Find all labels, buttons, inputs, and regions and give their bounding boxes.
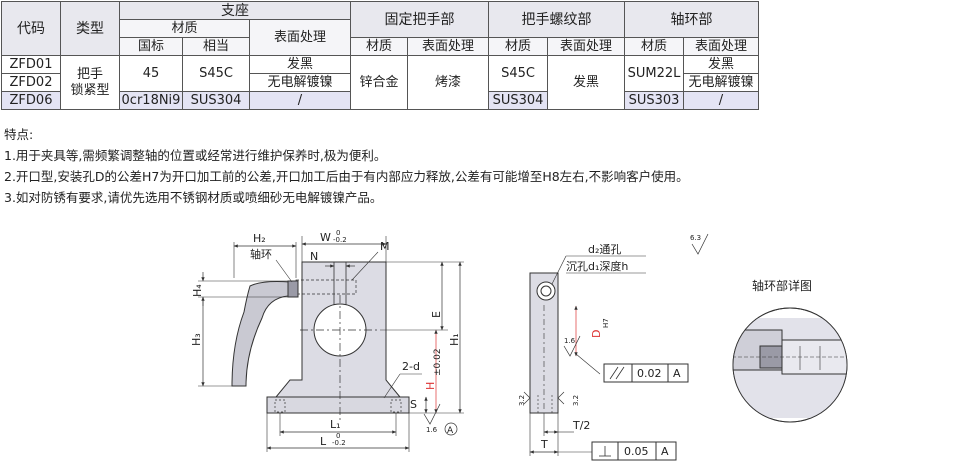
roughness-value: 1.6 <box>564 337 576 345</box>
datum-label: A <box>447 426 454 436</box>
code-cell: ZFD06 <box>1 91 61 110</box>
parallel-icon <box>609 366 619 380</box>
parallel-ref: A <box>673 367 681 380</box>
dim-t-half: T/2 <box>572 419 590 432</box>
dim-e: E <box>430 311 443 318</box>
collar-detail-view: 轴环部详图 <box>732 278 848 423</box>
dim-t: T <box>540 438 548 451</box>
side-view: d₂通孔 沉孔d₁深度h D H7 1.6 0.02 A 3.2 3.2 <box>518 243 689 461</box>
dim-d-tol: H7 <box>602 318 610 328</box>
collar-surface-cell: / <box>683 91 759 110</box>
roughness-value: 3.2 <box>572 395 580 406</box>
collar-material-header: 材质 <box>624 37 684 56</box>
label-m: M <box>380 240 390 253</box>
code-cell: ZFD01 <box>1 55 61 74</box>
notes-title: 特点: <box>4 127 34 142</box>
roughness-icon <box>691 233 709 255</box>
label-collar: 轴环 <box>250 247 272 261</box>
dim-n: N <box>310 250 318 263</box>
label-d2-thru: d₂通孔 <box>588 243 621 256</box>
collar-part <box>287 280 299 298</box>
note-item: 3.如对防锈有要求,请优先选用不锈钢材质或喷细砂无电解镀镍产品。 <box>4 190 383 205</box>
dim-h4: H₄ <box>191 284 204 297</box>
dim-w: W <box>320 231 331 244</box>
dim-h1: H₁ <box>448 333 461 346</box>
handle-thread-header: 把手螺纹部 <box>488 1 625 38</box>
dim-h: H <box>424 382 437 390</box>
collar-detail-title: 轴环部详图 <box>752 278 812 293</box>
fixed-handle-material-header: 材质 <box>350 37 408 56</box>
spec-table: 代码 类型 支座 固定把手部 把手螺纹部 轴环部 材质 表面处理 国标 相当 材… <box>1 1 759 110</box>
features-notes: 特点: 1.用于夹具等,需频繁调整轴的位置或经常进行维护保养时,极为便利。 2.… <box>4 124 689 208</box>
support-surface-header: 表面处理 <box>249 19 351 56</box>
dim-l: L <box>320 435 327 448</box>
dim-h-tol: ±0.02 <box>433 348 443 376</box>
roughness-icon <box>557 391 565 405</box>
dim-h2: H₂ <box>253 232 266 245</box>
support-header: 支座 <box>119 1 351 20</box>
parallel-value: 0.02 <box>637 367 662 380</box>
support-gb-cell: 0cr18Ni9 <box>119 91 183 110</box>
dim-h3: H₃ <box>190 333 203 346</box>
perpendicularity-frame <box>591 441 677 461</box>
fixed-handle-surface-cell: 烤漆 <box>407 55 489 110</box>
general-roughness: 6.3 <box>690 234 701 242</box>
dim-l1: L₁ <box>330 418 341 431</box>
support-equiv-header: 相当 <box>182 37 250 56</box>
roughness-value: 3.2 <box>518 395 526 406</box>
fixed-handle-material-cell: 锌合金 <box>350 55 408 110</box>
roughness-value: 1.6 <box>426 426 438 434</box>
dim-s: S <box>410 398 417 411</box>
dim-l-tol: -0.2 <box>332 439 346 447</box>
perpendicular-ref: A <box>661 445 669 458</box>
collar-material-cell: SUS303 <box>624 91 684 110</box>
support-equiv-cell: S45C <box>182 55 250 92</box>
type-line-1: 把手 <box>76 66 103 82</box>
roughness-icon <box>423 403 441 425</box>
support-gb-cell: 45 <box>119 55 183 92</box>
label-counterbore: 沉孔d₁深度h <box>566 259 628 273</box>
front-view: H₂ W 0 -0.2 M 轴环 N H₄ H₃ E <box>190 229 464 452</box>
dim-l-tol-upper: 0 <box>336 432 340 440</box>
label-2d: 2-d <box>402 360 420 373</box>
support-material-header: 材质 <box>119 19 250 38</box>
handle-thread-surface-cell: 发黑 <box>547 55 625 110</box>
handle-thread-material-cell: S45C <box>488 55 548 92</box>
handle-thread-material-cell: SUS304 <box>488 91 548 110</box>
dim-w-tol: -0.2 <box>333 236 347 244</box>
dim-w-tol-upper: 0 <box>336 229 340 237</box>
note-item: 2.开口型,安装孔D的公差H7为开口加工前的公差,开口加工后由于有内部应力释放,… <box>4 169 689 184</box>
handle-thread-material-header: 材质 <box>488 37 548 56</box>
roughness-icon <box>523 391 531 405</box>
parallel-frame <box>603 363 689 383</box>
fixed-handle-header: 固定把手部 <box>350 1 489 38</box>
col-code-header: 代码 <box>1 1 61 56</box>
handle-thread-surface-header: 表面处理 <box>547 37 625 56</box>
note-item: 1.用于夹具等,需频繁调整轴的位置或经常进行维护保养时,极为便利。 <box>4 148 387 163</box>
collar-surface-cell: 发黑 <box>683 55 759 74</box>
perpendicular-value: 0.05 <box>624 445 649 458</box>
collar-header: 轴环部 <box>624 1 759 38</box>
base-plate <box>266 396 410 414</box>
datum-circle-icon <box>444 422 458 436</box>
roughness-icon <box>563 335 581 357</box>
support-gb-header: 国标 <box>119 37 183 56</box>
type-line-2: 锁紧型 <box>70 82 110 98</box>
support-surface-cell: / <box>249 91 351 110</box>
dim-d: D <box>590 330 603 338</box>
support-equiv-cell: SUS304 <box>182 91 250 110</box>
